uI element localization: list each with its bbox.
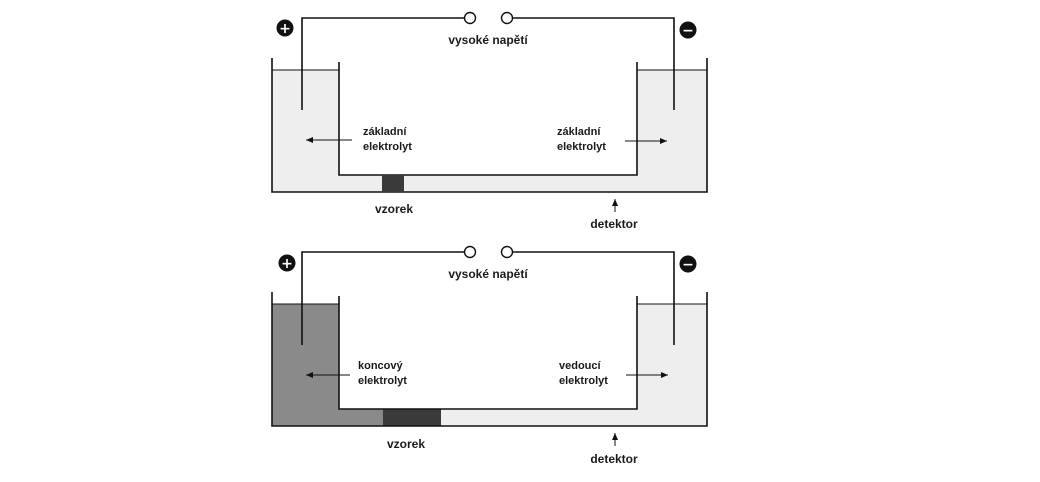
bottom-detector-label: detektor — [590, 452, 638, 466]
top-anode-plus-icon: + — [276, 19, 294, 37]
bottom-left-electrolyte-line2: elektrolyt — [358, 375, 407, 387]
top-left-electrolyte-line2: elektrolyt — [363, 141, 412, 153]
bottom-right-electrode-wire — [513, 251, 675, 345]
bottom-voltage-label: vysoké napětí — [448, 267, 528, 281]
top-capillary-fill — [339, 175, 637, 192]
top-diagram: + − vysoké napětí základní elektrolyt zá… — [271, 11, 708, 231]
top-terminal-left — [463, 11, 477, 25]
top-capillary-outline — [338, 62, 638, 176]
top-left-electrolyte-line1: základní — [363, 126, 407, 138]
bottom-vessel-outline — [271, 292, 708, 427]
bottom-right-vessel-fill — [637, 304, 707, 426]
svg-text:−: − — [682, 23, 694, 39]
bottom-left-electrode-wire — [301, 251, 464, 345]
bottom-left-vessel-fill-terminating — [272, 304, 339, 426]
bottom-capillary-fill-leading — [441, 409, 637, 426]
bottom-right-electrolyte-line1: vedoucí — [559, 360, 602, 372]
bottom-sample-band — [383, 409, 441, 426]
top-sample-label: vzorek — [375, 202, 413, 216]
bottom-terminal-left — [463, 245, 477, 259]
svg-text:+: + — [281, 256, 293, 272]
bottom-sample-label: vzorek — [387, 437, 425, 451]
bottom-left-electrolyte-line1: koncový — [358, 360, 404, 372]
top-detector-label: detektor — [590, 217, 638, 231]
bottom-right-electrolyte-line2: elektrolyt — [559, 375, 608, 387]
bottom-anode-plus-icon: + — [278, 254, 296, 272]
top-cathode-minus-icon: − — [679, 21, 697, 39]
svg-text:+: + — [279, 21, 291, 37]
top-left-electrode-wire — [301, 17, 464, 110]
top-right-vessel-fill — [637, 70, 707, 192]
top-right-electrode-wire — [513, 17, 675, 110]
bottom-capillary-fill-terminating — [339, 409, 383, 426]
svg-text:−: − — [682, 257, 694, 273]
bottom-cathode-minus-icon: − — [679, 255, 697, 273]
top-right-electrolyte-line2: elektrolyt — [557, 141, 606, 153]
top-terminal-right — [500, 11, 514, 25]
top-sample-band — [382, 175, 404, 192]
bottom-diagram: + − vysoké napětí koncový elektrolyt ved… — [271, 245, 708, 466]
top-left-vessel-fill — [272, 70, 339, 192]
top-vessel-outline — [271, 58, 708, 193]
top-voltage-label: vysoké napětí — [448, 33, 528, 47]
bottom-capillary-outline — [338, 296, 638, 410]
bottom-terminal-right — [500, 245, 514, 259]
top-right-electrolyte-line1: základní — [557, 126, 601, 138]
